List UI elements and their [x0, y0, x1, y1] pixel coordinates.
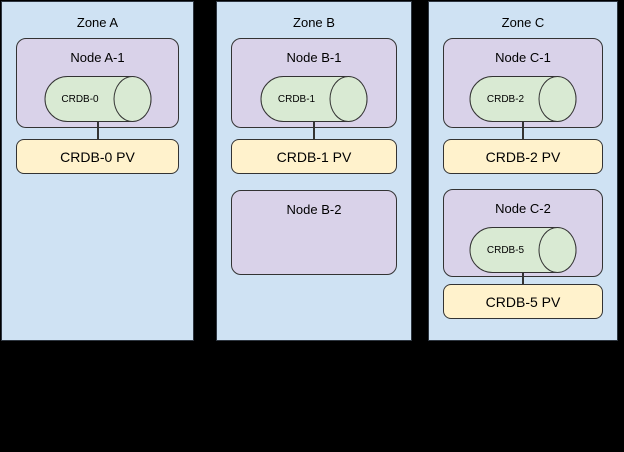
crdb-5-label: CRDB-5: [486, 244, 525, 256]
crdb-2-pv-box: CRDB-2 PV: [443, 139, 603, 174]
node-a1-box: Node A-1 CRDB-0: [16, 38, 179, 128]
node-c2-box: Node C-2 CRDB-5: [443, 189, 603, 277]
zone-c-container: Zone C Node C-1 CRDB-2 CRDB-2 PV Node C-…: [428, 1, 618, 341]
crdb-1-pv-label: CRDB-1 PV: [276, 148, 352, 165]
crdb-2-database-cylinder-icon: CRDB-2: [469, 76, 577, 122]
node-b2-box: Node B-2: [231, 190, 397, 275]
connector-line: [522, 272, 524, 284]
node-c1-label: Node C-1: [495, 50, 551, 65]
zone-a-label: Zone A: [76, 15, 119, 30]
cylinder-cap-icon: [113, 76, 151, 122]
node-b2-label: Node B-2: [286, 202, 342, 217]
crdb-0-database-cylinder-icon: CRDB-0: [44, 76, 151, 122]
node-c2-label: Node C-2: [495, 201, 551, 216]
crdb-0-label: CRDB-0: [61, 93, 99, 105]
node-a1-label: Node A-1: [70, 50, 125, 65]
crdb-0-pv-box: CRDB-0 PV: [16, 139, 179, 174]
cylinder-cap-icon: [538, 76, 577, 122]
cylinder-cap-icon: [329, 76, 368, 122]
zone-b-container: Zone B Node B-1 CRDB-1 CRDB-1 PV Node B-…: [216, 1, 412, 341]
crdb-5-database-cylinder-icon: CRDB-5: [469, 227, 577, 273]
crdb-2-label: CRDB-2: [486, 93, 525, 105]
crdb-0-pv-label: CRDB-0 PV: [60, 148, 135, 165]
crdb-5-pv-box: CRDB-5 PV: [443, 284, 603, 319]
zone-b-label: Zone B: [293, 15, 335, 30]
crdb-1-pv-box: CRDB-1 PV: [231, 139, 397, 174]
node-b1-label: Node B-1: [286, 50, 342, 65]
connector-line: [522, 121, 524, 139]
crdb-5-pv-label: CRDB-5 PV: [485, 293, 561, 310]
node-c1-box: Node C-1 CRDB-2: [443, 38, 603, 128]
connector-line: [96, 121, 99, 139]
crdb-1-database-cylinder-icon: CRDB-1: [260, 76, 368, 122]
connector-line: [313, 121, 315, 139]
zone-a-container: Zone A Node A-1 CRDB-0 CRDB-0 PV: [1, 1, 194, 341]
cylinder-cap-icon: [538, 227, 577, 273]
crdb-1-label: CRDB-1: [277, 93, 316, 105]
node-b1-box: Node B-1 CRDB-1: [231, 38, 397, 128]
zone-c-label: Zone C: [501, 15, 545, 30]
crdb-2-pv-label: CRDB-2 PV: [485, 148, 561, 165]
